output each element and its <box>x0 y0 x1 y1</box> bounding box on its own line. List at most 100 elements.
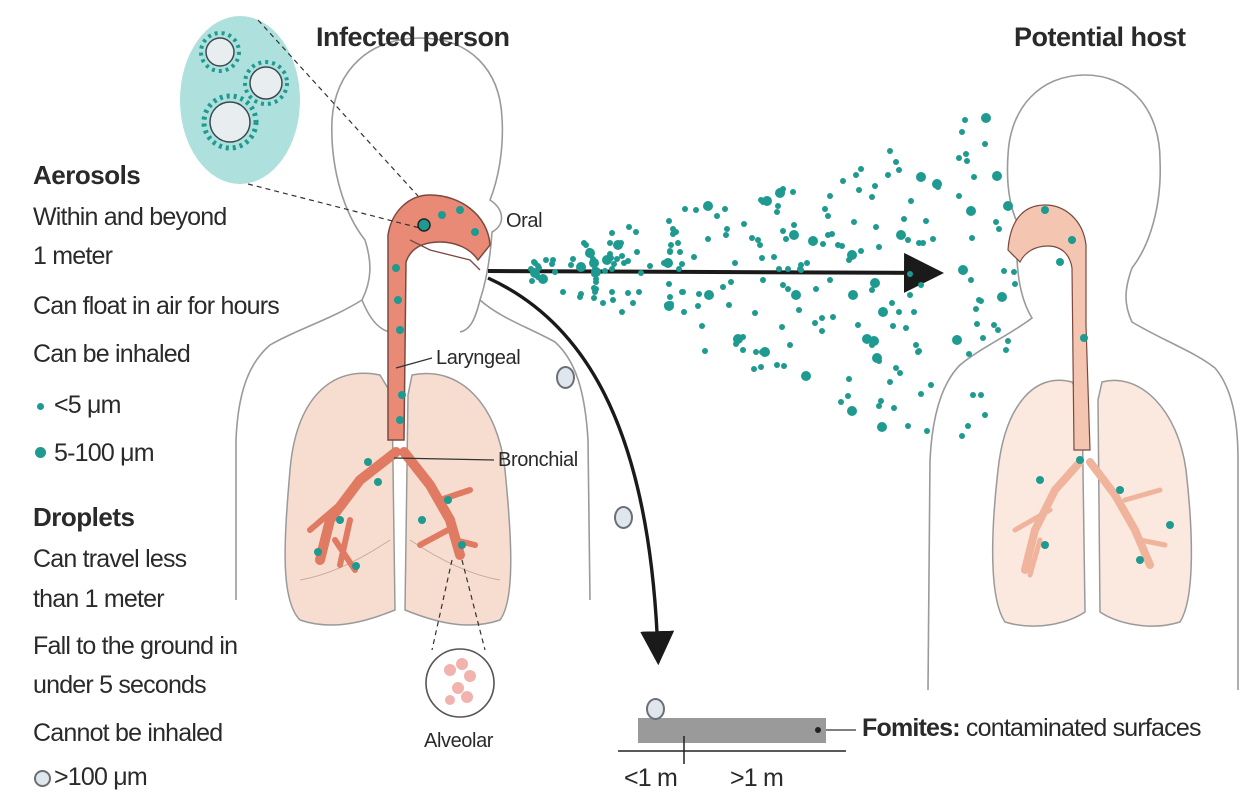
small-aerosol-particle <box>923 218 929 224</box>
tract-aerosol-particle <box>471 228 479 236</box>
droplets-heading: Droplets <box>33 502 134 533</box>
tract-aerosol-particle <box>394 296 402 304</box>
large-aerosol-particle <box>916 172 926 182</box>
small-aerosol-particle <box>780 228 786 234</box>
small-aerosol-particle <box>916 240 922 246</box>
small-aerosol-particle <box>626 224 632 230</box>
large-aerosol-particle <box>878 307 888 317</box>
small-aerosol-particle <box>822 206 828 212</box>
small-aerosol-particle <box>668 301 674 307</box>
tract-aerosol-particle <box>438 211 446 219</box>
small-aerosol-particle <box>907 292 913 298</box>
small-aerosol-particle <box>791 222 797 228</box>
large-aerosol-particle <box>775 188 785 198</box>
potential-host-title: Potential host <box>1014 22 1186 53</box>
small-aerosol-particle <box>996 226 1002 232</box>
tract-aerosol-particle <box>1136 556 1144 564</box>
small-aerosol-particle <box>991 322 997 328</box>
tract-aerosol-particle <box>1056 258 1064 266</box>
small-aerosol-particle <box>682 206 688 212</box>
tract-aerosol-particle <box>1041 541 1049 549</box>
small-aerosol-particle <box>550 257 556 263</box>
small-aerosol-particle <box>845 393 851 399</box>
droplet-legend-marker <box>34 770 51 787</box>
droplets-range-line: than 1 meter <box>33 585 164 614</box>
tract-aerosol-particle <box>1036 476 1044 484</box>
small-aerosol-particle <box>775 203 781 209</box>
small-aerosol-legend-marker <box>37 403 44 410</box>
small-aerosol-particle <box>851 219 857 225</box>
large-aerosol-legend-label: 5-100 μm <box>54 439 154 468</box>
droplets-range-line: Can travel less <box>33 545 186 574</box>
tract-aerosol-particle <box>1068 236 1076 244</box>
large-droplet <box>556 366 575 389</box>
small-aerosol-particle <box>610 297 616 303</box>
tract-aerosol-particle <box>392 264 400 272</box>
large-aerosol-legend-marker <box>35 447 46 458</box>
tract-aerosol-particle <box>418 516 426 524</box>
fomites-caption: Fomites: contaminated surfaces <box>862 714 1201 743</box>
small-aerosol-particle <box>905 237 911 243</box>
large-aerosol-particle <box>966 206 976 216</box>
aerosols-range-line: Within and beyond <box>33 203 226 232</box>
tract-aerosol-particle <box>1080 334 1088 342</box>
small-aerosol-particle <box>855 322 861 328</box>
small-aerosol-particle <box>956 193 962 199</box>
large-aerosol-particle <box>791 290 801 300</box>
fomite-surface <box>638 718 826 743</box>
small-aerosol-particle <box>869 194 875 200</box>
small-aerosol-particle <box>970 392 976 398</box>
small-aerosol-particle <box>666 218 672 224</box>
small-aerosol-particle <box>732 260 738 266</box>
small-aerosol-particle <box>896 167 902 173</box>
small-aerosol-particle <box>930 236 936 242</box>
small-aerosol-particle <box>820 241 826 247</box>
small-aerosol-particle <box>680 289 686 295</box>
small-aerosol-particle <box>568 262 574 268</box>
large-droplet <box>614 506 633 529</box>
droplets-inhaled-line: Cannot be inhaled <box>33 719 222 748</box>
small-aerosol-particle <box>1011 269 1017 275</box>
small-aerosol-particle <box>885 172 891 178</box>
fomites-term: Fomites: <box>862 714 960 742</box>
tract-aerosol-particle <box>374 478 382 486</box>
distance-less-label: <1 m <box>624 764 677 793</box>
tract-aerosol-particle <box>456 206 464 214</box>
tract-aerosol-particle <box>314 548 322 556</box>
droplets-fall-line: under 5 seconds <box>33 671 206 700</box>
small-aerosol-particle <box>962 117 968 123</box>
small-aerosol-particle <box>787 342 793 348</box>
distance-more-label: >1 m <box>730 764 783 793</box>
droplet-legend-label: >100 μm <box>54 763 147 792</box>
droplets-fall-line: Fall to the ground in <box>33 632 237 661</box>
small-aerosol-particle <box>723 232 729 238</box>
small-aerosol-particle <box>971 174 977 180</box>
fomites-description: contaminated surfaces <box>960 714 1201 742</box>
small-aerosol-particle <box>908 198 914 204</box>
small-aerosol-particle <box>869 342 875 348</box>
tract-aerosol-particle <box>1166 521 1174 529</box>
large-aerosol-particle <box>877 422 887 432</box>
aerosols-inhaled-line: Can be inhaled <box>33 340 190 369</box>
large-aerosol-particle <box>992 171 1002 181</box>
small-aerosol-particle <box>878 398 884 404</box>
small-aerosol-particle <box>790 189 796 195</box>
small-aerosol-particle <box>905 423 911 429</box>
small-aerosol-particle <box>993 219 999 225</box>
tract-aerosol-particle <box>1076 456 1084 464</box>
large-aerosol-particle <box>760 347 770 357</box>
small-aerosol-particle <box>607 240 613 246</box>
small-aerosol-particle <box>724 226 730 232</box>
aerosols-range-line: 1 meter <box>33 242 112 271</box>
small-aerosol-particle <box>893 159 899 165</box>
small-aerosol-particle <box>740 334 746 340</box>
small-aerosol-particle <box>887 148 893 154</box>
small-aerosol-particle <box>876 244 882 250</box>
small-aerosol-particle <box>838 399 844 405</box>
small-aerosol-particle <box>964 158 970 164</box>
small-aerosol-particle <box>630 300 636 306</box>
large-aerosol-particle <box>848 290 858 300</box>
small-aerosol-particle <box>896 309 902 315</box>
small-aerosol-particle <box>679 261 685 267</box>
